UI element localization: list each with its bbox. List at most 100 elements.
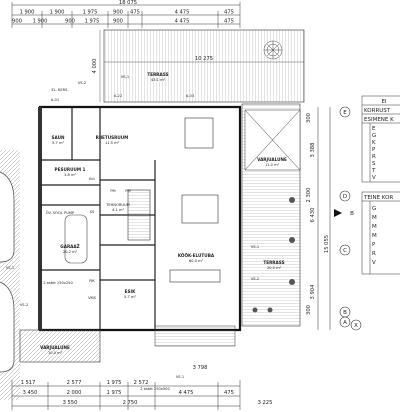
dim-top-overall: 18 075 xyxy=(119,0,137,6)
axis-c: C xyxy=(343,248,347,254)
room-riietusruum-name: RIIETUSRUUM xyxy=(96,135,129,140)
dim-bottom-row2-1: 2 000 xyxy=(67,390,82,396)
legend-b-6: V xyxy=(372,260,376,266)
legend-a-0: E xyxy=(372,126,376,132)
dim-misc-1: 2 300 xyxy=(306,188,312,203)
legend-section2: TEINE KOR xyxy=(363,195,393,201)
wall-left-thick xyxy=(38,107,42,330)
dim-top-row2-1: 1 900 xyxy=(33,19,48,25)
legend-table xyxy=(361,95,400,275)
legend-row1: KORRUST xyxy=(364,108,391,114)
label-vms: VMS xyxy=(88,296,97,300)
dim-top-row1-4: 475 xyxy=(130,10,140,16)
label-vs1-bottom: VS-1 xyxy=(176,375,184,379)
dim-bottom-row3-0: 3 550 xyxy=(63,400,78,406)
room-riietusruum-area: 11.5 m² xyxy=(105,141,120,145)
dim-top-row1-0: 1 900 xyxy=(20,10,35,16)
top-dimensions xyxy=(12,4,240,25)
legend-b-1: M xyxy=(372,215,377,221)
dim-top-row1-1: 1 900 xyxy=(50,10,65,16)
garage-car xyxy=(64,214,88,264)
legend-b-4: P xyxy=(372,242,376,248)
dim-right-overall: 15 055 xyxy=(324,235,330,253)
dim-bottom-row3-2: 3 225 xyxy=(258,400,273,406)
room-saun-area: 5.7 m² xyxy=(52,141,64,145)
room-garaaz-area: 20.2 m² xyxy=(63,250,78,254)
axis-d: D xyxy=(343,194,347,200)
legend-b-0: G xyxy=(372,206,376,212)
dining-table xyxy=(181,194,219,224)
dim-top-row2-3: 1 975 xyxy=(85,19,100,25)
dim-bottom-row2-0: 3 450 xyxy=(23,390,38,396)
room-tehnoruum-name: TEHNORUUM xyxy=(105,203,130,207)
dim-top-row1-6: 475 xyxy=(224,10,234,16)
axis-a: A xyxy=(343,320,347,326)
car-parking-2 xyxy=(0,281,15,373)
dim-bottom-row2-4: 475 xyxy=(224,390,234,396)
axis-e: E xyxy=(343,110,347,116)
legend-a-3: P xyxy=(372,147,376,153)
sofa xyxy=(184,117,214,149)
top-terrace xyxy=(103,29,305,103)
label-door-note2: 2 astet 150x500 xyxy=(140,387,170,391)
dim-misc-0: 300 xyxy=(306,113,312,123)
dim-top-row2-2: 900 xyxy=(65,19,75,25)
dim-bottom-row1-4: 3 798 xyxy=(193,365,208,371)
room-terrass-right-name: TERRASS xyxy=(263,260,284,265)
room-pesuruum-name: PESURUUM 1 xyxy=(55,167,86,172)
dim-bottom-row1-2: 1 975 xyxy=(107,380,122,386)
label-pm1: PM xyxy=(110,189,115,193)
dim-right-seg-1: 6 430 xyxy=(310,208,316,223)
room-terrass-right-area: 20.0 m² xyxy=(267,266,282,270)
dim-right-seg-0: 3 388 xyxy=(310,143,316,158)
label-ss: SS xyxy=(90,210,95,214)
label-vs1-top: VS-1 xyxy=(121,75,129,79)
room-kook-elutuba-area: 60.4 m² xyxy=(189,259,204,263)
label-door-note1: 2 astet 150x250 xyxy=(43,281,73,285)
label-pm2: PM xyxy=(125,189,130,193)
dim-bottom-row2-3: 4 475 xyxy=(179,390,194,396)
tree-symbol xyxy=(263,40,283,60)
room-esik-name: ESIK xyxy=(125,289,136,294)
kitchen-island xyxy=(169,269,221,283)
label-pjk: PJK xyxy=(89,279,95,283)
bottom-patio xyxy=(154,325,236,347)
legend-a-7: V xyxy=(372,175,376,181)
legend-a-5: S xyxy=(372,161,376,167)
dim-top-row1-5: 4 475 xyxy=(175,10,190,16)
label-a01: A-01 xyxy=(51,98,59,102)
room-ov-sool-name: ÕV. SOOJ. PUMP xyxy=(46,210,75,215)
label-vs2-top: VS-2 xyxy=(78,81,86,85)
legend-row2: ESIMENE K xyxy=(364,117,394,123)
car-parking-1 xyxy=(0,171,15,263)
axis-b: B xyxy=(343,310,347,316)
legend-a-2: K xyxy=(372,140,376,146)
axis-bubbles xyxy=(339,106,362,331)
room-garaaz-name: GARAAŽ xyxy=(60,244,79,249)
dim-misc-2: 300 xyxy=(306,305,312,315)
dim-terrace-width: 10 275 xyxy=(195,56,213,62)
legend-b-3: M xyxy=(372,233,377,239)
room-tehnoruum-area: 4.1 m² xyxy=(112,208,124,212)
label-vs2-mid: VS-2 xyxy=(251,277,259,281)
label-vs2-left: VS-2 xyxy=(20,303,28,307)
top-dim-ticks xyxy=(11,2,241,28)
room-vaikaluline-2-name: VARJUALUNE xyxy=(40,345,70,350)
stairs xyxy=(127,189,151,241)
room-terrass-top-name: TERRASS xyxy=(147,72,168,77)
legend-b-5: R xyxy=(372,251,376,257)
label-el-kers: EL. KERS. xyxy=(51,88,68,92)
dim-top-row2-0: 900 xyxy=(12,19,22,25)
section-arrow-b xyxy=(334,209,342,217)
label-a22: A-22 xyxy=(114,94,122,98)
dim-top-row1-2: 1 975 xyxy=(83,10,98,16)
cover-cross xyxy=(244,109,301,171)
room-terrass-top-area: 43.1 m² xyxy=(151,78,166,82)
label-vs1-left: VS-1 xyxy=(6,266,14,270)
dim-terrace-depth: 4 000 xyxy=(92,59,98,74)
dim-bottom-row3-1: 2 750 xyxy=(123,400,138,406)
label-vs1-mid: VS-1 xyxy=(251,245,259,249)
axis-b-right: B xyxy=(350,211,354,217)
terrace-plants xyxy=(252,197,295,313)
